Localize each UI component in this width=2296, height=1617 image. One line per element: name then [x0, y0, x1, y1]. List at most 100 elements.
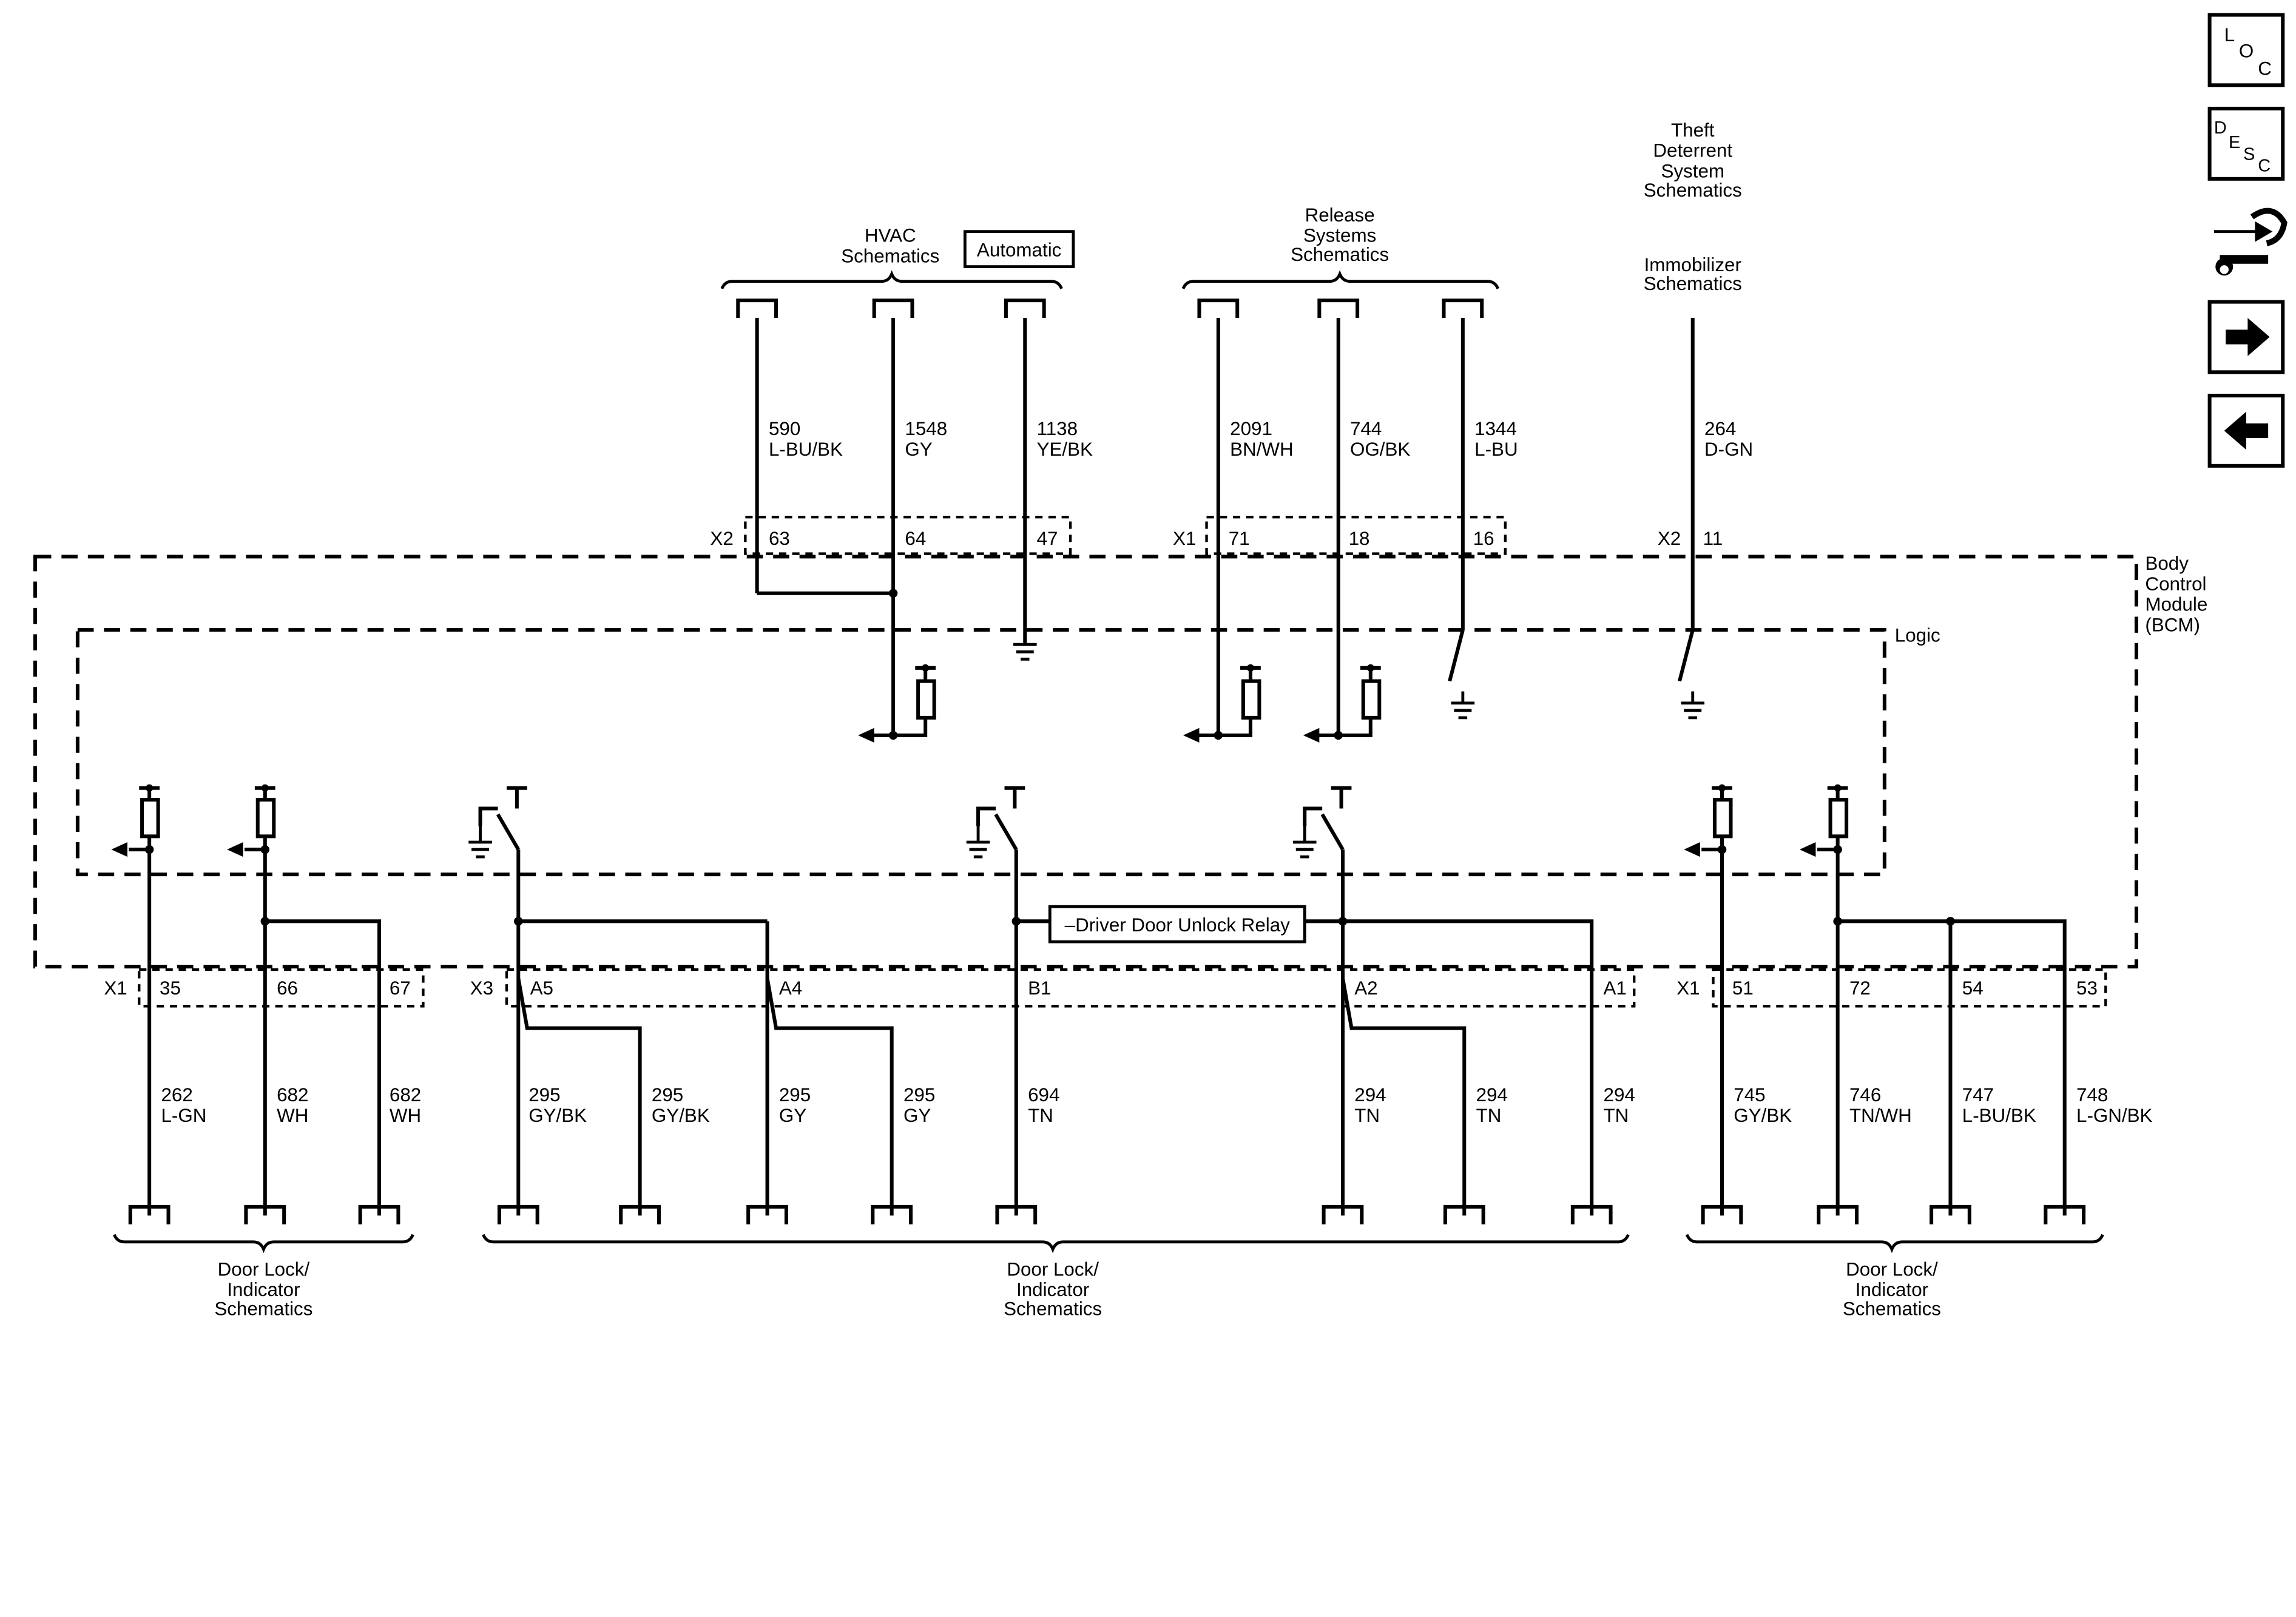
svg-text:B1: B1	[1028, 977, 1051, 999]
driver-door-unlock-relay-label[interactable]: –Driver Door Unlock Relay	[1048, 905, 1306, 944]
svg-text:Systems: Systems	[1303, 225, 1376, 246]
svg-text:WH: WH	[277, 1105, 308, 1126]
svg-text:747: 747	[1962, 1084, 1994, 1106]
svg-text:Schematics: Schematics	[1644, 273, 1742, 294]
svg-text:295: 295	[528, 1084, 560, 1106]
svg-text:GY: GY	[903, 1105, 931, 1126]
bottom-terminals	[128, 1204, 2086, 1224]
svg-text:L-BU/BK: L-BU/BK	[769, 439, 843, 460]
svg-text:264: 264	[1704, 418, 1736, 439]
bcm-outline	[33, 555, 2138, 969]
immobilizer-schematics-label[interactable]: Immobilizer Schematics	[1644, 254, 1742, 294]
svg-text:D-GN: D-GN	[1704, 439, 1753, 460]
svg-text:X2: X2	[1658, 528, 1681, 549]
svg-text:A2: A2	[1354, 977, 1377, 999]
svg-text:1548: 1548	[905, 418, 947, 439]
svg-text:GY: GY	[779, 1105, 806, 1126]
svg-text:Schematics: Schematics	[1644, 180, 1742, 201]
top-terminals	[736, 299, 1484, 319]
svg-text:Deterrent: Deterrent	[1653, 140, 1732, 161]
back-arrow-icon[interactable]	[2207, 393, 2285, 468]
automatic-option-box[interactable]: Automatic	[963, 230, 1075, 269]
hvac-schematics-label[interactable]: HVAC Schematics	[841, 225, 939, 267]
svg-text:72: 72	[1849, 977, 1871, 999]
bottom-connector-x1-a[interactable]: X1 35 66 67	[104, 977, 410, 999]
svg-text:TN/WH: TN/WH	[1849, 1105, 1912, 1126]
svg-text:GY/BK: GY/BK	[652, 1105, 710, 1126]
release-systems-schematics-label[interactable]: Release Systems Schematics	[1291, 204, 1389, 265]
top-connector-x2-b[interactable]: X2 11	[1658, 528, 1723, 549]
svg-text:294: 294	[1604, 1084, 1635, 1106]
bottom-connector-x3[interactable]: X3 A5 A4 B1 A2 A1	[470, 977, 1627, 999]
svg-text:71: 71	[1229, 528, 1250, 549]
ground-symbols	[468, 643, 1705, 859]
relay-switches	[478, 786, 1352, 851]
next-arrow-icon[interactable]	[2207, 300, 2285, 374]
top-connector-x2-a[interactable]: X2 63 64 47	[710, 528, 1058, 549]
svg-text:Schematics: Schematics	[1004, 1298, 1102, 1319]
loc-letter-o: O	[2239, 40, 2254, 61]
svg-text:TN: TN	[1476, 1105, 1502, 1126]
desc-letter-c: C	[2258, 157, 2271, 176]
loc-button[interactable]: L O C	[2207, 13, 2285, 87]
theft-deterrent-schematics-label[interactable]: Theft Deterrent System Schematics	[1644, 120, 1742, 201]
door-lock-schematics-label-left[interactable]: Door Lock/ Indicator Schematics	[214, 1258, 312, 1319]
svg-text:744: 744	[1350, 418, 1382, 439]
desc-letter-d: D	[2214, 118, 2227, 138]
svg-text:Schematics: Schematics	[214, 1298, 312, 1319]
svg-text:51: 51	[1732, 977, 1754, 999]
svg-text:35: 35	[160, 977, 181, 999]
door-lock-schematics-label-center[interactable]: Door Lock/ Indicator Schematics	[1004, 1258, 1102, 1319]
bcm-label[interactable]: Body Control Module (BCM)	[2145, 553, 2207, 635]
svg-text:YE/BK: YE/BK	[1037, 439, 1093, 460]
splice-dot	[888, 589, 898, 598]
svg-text:294: 294	[1476, 1084, 1508, 1106]
top-wires	[755, 318, 1695, 735]
svg-text:16: 16	[1473, 528, 1494, 549]
svg-text:54: 54	[1962, 977, 1984, 999]
bottom-connector-x1-b[interactable]: X1 51 72 54 53	[1676, 977, 2098, 999]
logic-outline	[75, 628, 1886, 877]
svg-text:X3: X3	[470, 977, 493, 999]
bottom-wires	[147, 849, 2067, 1216]
svg-text:TN: TN	[1028, 1105, 1053, 1126]
svg-text:11: 11	[1703, 528, 1723, 549]
svg-text:748: 748	[2076, 1084, 2108, 1106]
svg-text:A5: A5	[530, 977, 553, 999]
svg-text:682: 682	[390, 1084, 421, 1106]
svg-text:L-GN: L-GN	[161, 1105, 206, 1126]
svg-text:64: 64	[905, 528, 926, 549]
svg-text:L-BU: L-BU	[1474, 439, 1518, 460]
svg-text:L-BU/BK: L-BU/BK	[1962, 1105, 2036, 1126]
svg-text:TN: TN	[1604, 1105, 1629, 1126]
tools-icon[interactable]	[2213, 208, 2288, 276]
logic-label: Logic	[1895, 624, 1940, 646]
svg-text:Release: Release	[1305, 204, 1375, 226]
desc-button[interactable]: D E S C	[2207, 106, 2285, 181]
top-connector-x1[interactable]: X1 71 18 16	[1173, 528, 1494, 549]
bottom-braces	[112, 1234, 2104, 1254]
door-lock-schematics-label-right[interactable]: Door Lock/ Indicator Schematics	[1843, 1258, 1941, 1319]
